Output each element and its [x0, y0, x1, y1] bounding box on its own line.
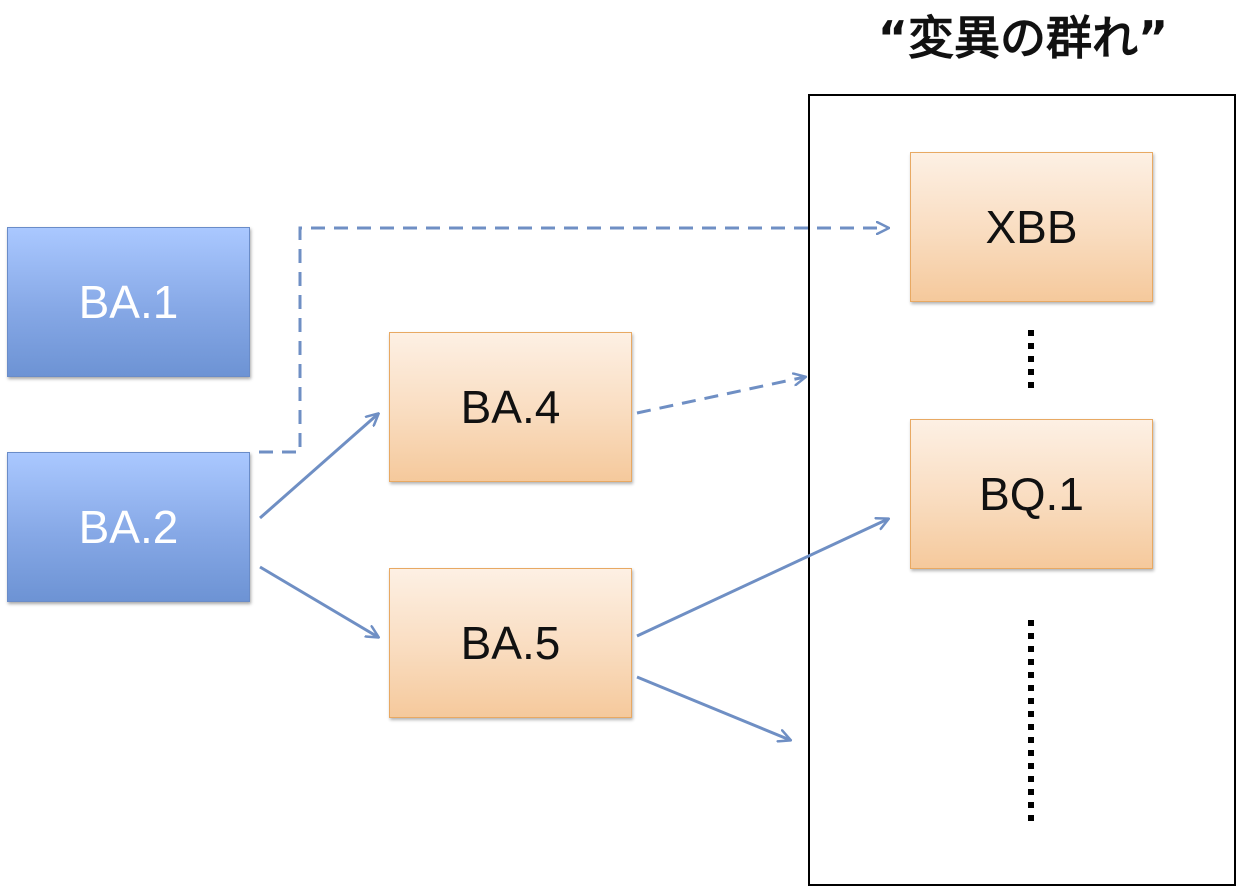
edge-ba2-xbb: [259, 228, 888, 454]
node-ba5-label: BA.5: [460, 617, 561, 669]
edge-ba5-swarm: [636, 675, 790, 740]
node-xbb: XBB: [910, 152, 1153, 302]
edge-ba4-swarm: [636, 377, 805, 415]
node-ba1: BA.1: [7, 227, 250, 377]
node-ba4-label: BA.4: [460, 381, 561, 433]
ellipsis-lower-icon: [1028, 620, 1034, 821]
ellipsis-upper-icon: [1028, 330, 1034, 388]
node-ba2: BA.2: [7, 452, 250, 602]
edge-ba2-ba4: [259, 414, 378, 520]
node-bq1: BQ.1: [910, 419, 1153, 569]
node-ba2-label: BA.2: [78, 501, 179, 553]
edge-ba5-bq1: [636, 519, 888, 638]
variant-swarm-title: “変異の群れ”: [877, 11, 1169, 65]
edge-ba2-ba5: [259, 565, 378, 637]
node-ba1-label: BA.1: [78, 276, 179, 328]
node-xbb-label: XBB: [985, 201, 1078, 253]
node-ba4: BA.4: [389, 332, 632, 482]
node-ba5: BA.5: [389, 568, 632, 718]
node-bq1-label: BQ.1: [979, 468, 1084, 520]
